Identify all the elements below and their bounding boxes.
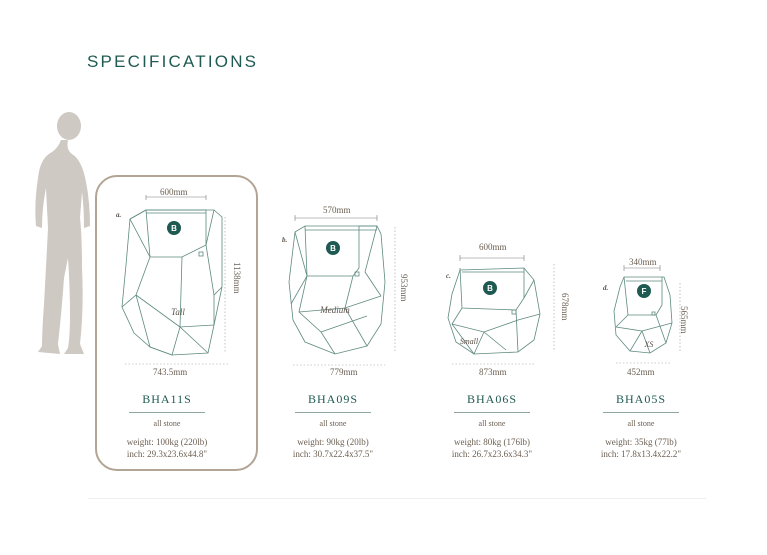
product-info-tall: BHA11S all stone weight: 100kg (220lb) i… [92,392,242,460]
material-label: all stone [478,419,506,428]
inch-label: inch: 26.7x23.6x34.3" [451,449,533,459]
product-letter: c. [446,272,451,280]
product-code: BHA11S [142,392,192,406]
product-letter: b. [282,236,288,244]
product-letter: a. [116,211,122,219]
weight-label: weight: 80kg (176lb) [454,437,530,447]
product-info-small: BHA06S all stone weight: 80kg (176lb) in… [417,392,567,460]
footer-divider [88,498,706,499]
product-code: BHA05S [615,392,666,406]
selected-product-frame [95,175,258,471]
stone-small-drawing[interactable]: B Small [444,254,569,366]
size-label: XS [644,340,654,349]
product-letter: d. [603,284,609,292]
top-width-label: 600mm [479,242,507,252]
badge-label: B [487,284,493,293]
divider [129,412,205,413]
inch-label: inch: 17.8x13.4x22.2" [600,449,682,459]
divider [295,412,371,413]
divider [603,412,679,413]
product-info-medium: BHA09S all stone weight: 90kg (20lb) inc… [258,392,408,460]
bottom-width-label: 873mm [479,367,507,377]
product-code: BHA06S [466,392,517,406]
badge-label: B [171,224,177,233]
weight-label: weight: 35kg (77lb) [605,437,677,447]
bottom-width-label: 452mm [627,367,655,377]
divider [454,412,530,413]
bottom-width-label: 743.5mm [153,367,188,377]
material-label: all stone [319,419,347,428]
size-label: Small [460,337,479,346]
top-width-label: 570mm [323,205,351,215]
size-label: Tall [171,307,185,317]
inch-label: inch: 29.3x23.6x44.8" [126,449,208,459]
product-code: BHA09S [307,392,358,406]
stone-medium-drawing[interactable]: B Medium [285,212,410,367]
stone-xs-drawing[interactable]: F XS [608,265,690,365]
human-silhouette [35,112,90,354]
weight-label: weight: 100kg (220lb) [126,437,208,447]
size-label: Medium [319,305,350,315]
page-title: SPECIFICATIONS [87,52,259,71]
bottom-width-label: 779mm [330,367,358,377]
material-label: all stone [627,419,655,428]
badge-label: B [330,244,336,253]
weight-label: weight: 90kg (20lb) [297,437,369,447]
product-info-xs: BHA05S all stone weight: 35kg (77lb) inc… [566,392,716,460]
material-label: all stone [153,419,181,428]
top-width-label: 340mm [629,257,657,267]
badge-label: F [642,287,647,296]
top-width-label: 600mm [160,187,188,197]
stone-tall-drawing[interactable]: B Tall [110,195,245,365]
inch-label: inch: 30.7x22.4x37.5" [292,449,374,459]
